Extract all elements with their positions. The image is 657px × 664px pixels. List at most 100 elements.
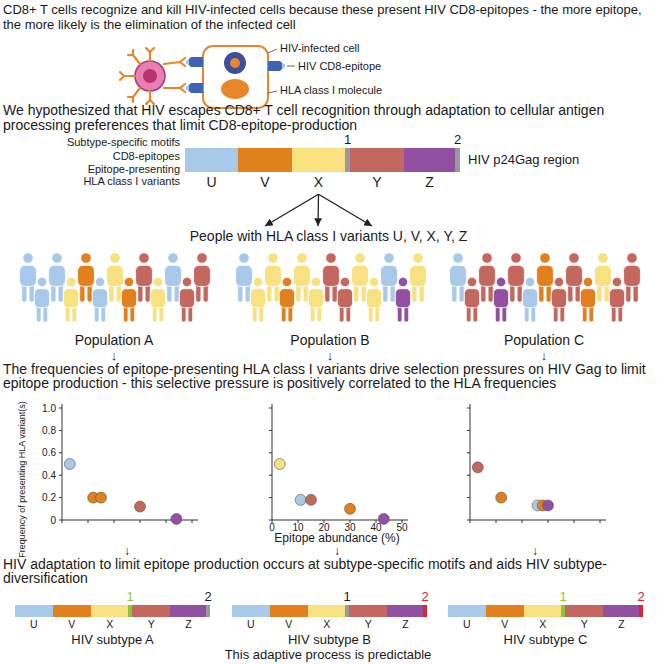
person-body <box>624 265 641 286</box>
segment-letter: Z <box>170 618 206 632</box>
segment-letter: Y <box>132 618 170 632</box>
person-head <box>583 277 593 287</box>
arrow <box>265 194 319 226</box>
cd8-receptors <box>120 48 185 104</box>
axis-tick <box>467 452 470 453</box>
person-head <box>311 277 321 287</box>
data-point <box>496 492 507 503</box>
segment-fill <box>565 605 603 617</box>
axis-tick <box>269 452 272 453</box>
person-body <box>464 289 479 308</box>
epitope-segment: X <box>308 605 346 633</box>
text-label: Epitope abundance (%) <box>237 532 437 545</box>
data-point <box>274 459 285 470</box>
person-head <box>467 277 477 287</box>
epitope-segment: V <box>270 605 308 633</box>
axis-tick <box>88 520 89 523</box>
person-head <box>627 253 638 264</box>
person-body <box>136 265 153 286</box>
hla-molecule <box>268 61 285 71</box>
segment-letter: X <box>91 618 129 632</box>
segment-fill <box>292 148 345 172</box>
axis-title: Frequency of presenting HLA variant(s) <box>16 401 27 558</box>
population: Population A <box>12 246 216 350</box>
segment-fill <box>448 605 486 617</box>
segment-letter: V <box>238 173 292 191</box>
segment-fill <box>132 605 170 617</box>
person-head <box>398 277 408 287</box>
axis-tick <box>59 452 62 453</box>
data-point <box>135 501 146 512</box>
person-head <box>612 277 622 287</box>
epitope <box>186 86 189 90</box>
segment-letter: Y <box>349 618 387 632</box>
people-figures <box>228 246 432 330</box>
text-label: 2 <box>188 590 228 604</box>
person-body <box>150 289 165 308</box>
person-body <box>410 265 427 286</box>
person-body <box>352 265 369 286</box>
axis-tick <box>114 520 115 523</box>
person-body <box>537 265 554 286</box>
epitope <box>282 64 285 68</box>
infected-cell <box>203 46 268 108</box>
person-head <box>239 253 250 264</box>
leader-line <box>287 66 295 67</box>
person-head <box>153 277 163 287</box>
segment-letter: Y <box>350 173 404 191</box>
subtype-label: HIV subtype A <box>15 632 210 647</box>
person-head <box>253 277 263 287</box>
person-head <box>139 253 150 264</box>
person-head <box>482 253 493 264</box>
segment-fill <box>91 605 129 617</box>
epitope-segment: Z <box>603 605 639 633</box>
subtype-label: HIV subtype B <box>232 632 427 647</box>
text-label: We hypothesized that HIV escapes CD8+ T … <box>3 103 655 133</box>
person-head <box>369 277 379 287</box>
segment-fill <box>603 605 639 617</box>
y-axis <box>62 404 63 520</box>
text-label: 0.6 <box>30 447 56 458</box>
axis-tick <box>467 408 470 409</box>
region-label: HIV p24Gag region <box>468 152 579 168</box>
motif-marker <box>206 605 210 617</box>
segment-fill <box>232 605 270 617</box>
hiv-particle <box>230 58 240 68</box>
segment-fill <box>270 605 308 617</box>
gag-region-bar: HIV subtype CUVXYZ <box>448 605 643 617</box>
population-label: Population C <box>442 332 646 348</box>
segment-fill <box>15 605 53 617</box>
x-axis <box>470 520 606 521</box>
epitope-segment: U <box>448 605 486 633</box>
person-head <box>81 253 92 264</box>
segment-letter: Z <box>387 618 423 632</box>
text-label: 1.0 <box>30 403 56 414</box>
epitope-segment: X <box>524 605 562 633</box>
text-label: ↓ <box>107 545 147 557</box>
person-head <box>511 253 522 264</box>
cell-organelle <box>221 79 249 99</box>
data-point <box>295 494 306 505</box>
person-head <box>554 277 564 287</box>
segment-fill <box>387 605 423 617</box>
t-cell-nucleus <box>143 69 157 83</box>
population: Population C <box>442 246 646 350</box>
epitope-segment: Y <box>349 605 387 633</box>
person-body <box>551 289 566 308</box>
person-body <box>63 289 78 308</box>
axis-tick <box>522 520 523 523</box>
person-body <box>34 289 49 308</box>
arrow <box>317 194 319 226</box>
person-head <box>384 253 395 264</box>
motif-marker <box>455 148 460 172</box>
person-head <box>569 253 580 264</box>
population: Population B <box>228 246 432 350</box>
person-body <box>49 265 66 286</box>
person-head <box>52 253 63 264</box>
person-head <box>413 253 424 264</box>
person-head <box>197 253 208 264</box>
segment-letter: U <box>185 173 238 191</box>
segment-fill <box>524 605 562 617</box>
axis-tick <box>166 520 167 523</box>
